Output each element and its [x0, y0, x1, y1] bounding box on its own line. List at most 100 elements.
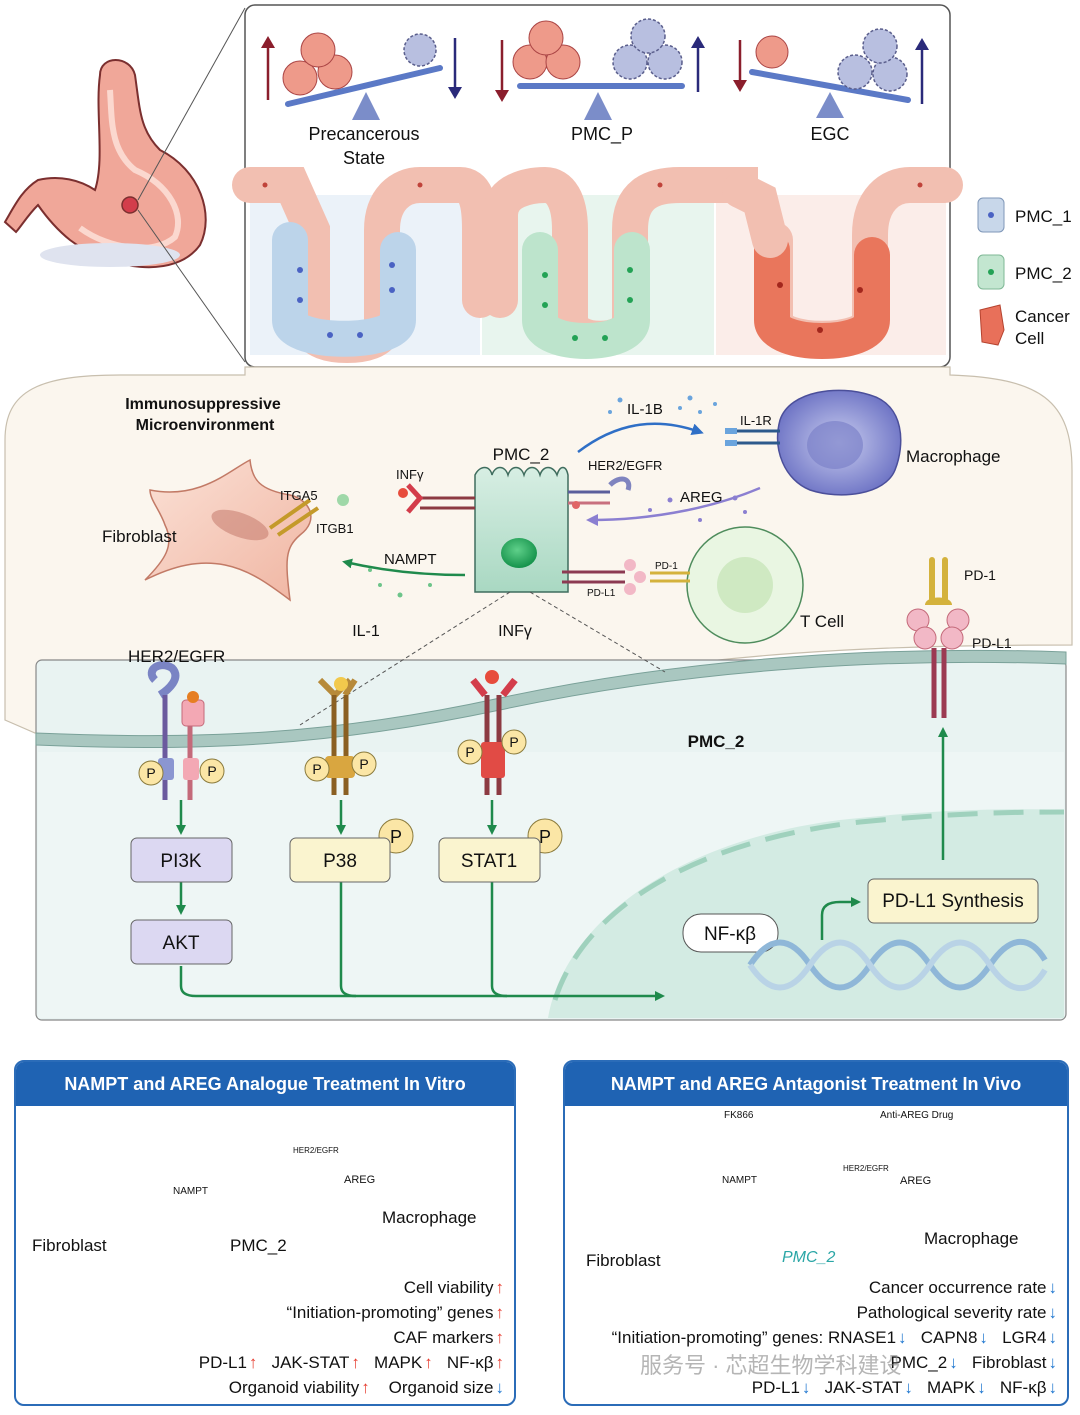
- macrophage-label: Macrophage: [906, 447, 1001, 466]
- il1b-particles: [608, 395, 717, 414]
- p-badge-3: P: [312, 761, 321, 777]
- itgb1-label: ITGB1: [316, 521, 354, 536]
- il1-receptor: [317, 677, 358, 795]
- pdl1-synthesis-box: [867, 878, 1039, 924]
- invivo-macrophage-label: Macrophage: [924, 1229, 1019, 1248]
- invivo-anti-areg-label: Anti-AREG Drug: [880, 1110, 954, 1121]
- nampt-label: NAMPT: [384, 551, 437, 568]
- invivo-genes-row: “Initiation-promoting” genes: RNASE1↓ CA…: [611, 1328, 1057, 1347]
- invitro-areg-label: AREG: [344, 1174, 376, 1186]
- invivo-markers-row: PD-L1↓ JAK-STAT↓ MAPK↓ NF-κβ↓: [751, 1378, 1057, 1397]
- akt-label: AKT: [163, 933, 200, 954]
- il1b-label: IL-1B: [627, 401, 663, 418]
- pi3k-label: PI3K: [160, 851, 202, 872]
- invitro-her2egfr-label: HER2/EGFR: [293, 1146, 339, 1155]
- env-title-1: Immunosuppressive: [125, 396, 281, 413]
- infy-label: INFγ: [498, 623, 532, 640]
- infy-receptor-small: [398, 483, 475, 514]
- invitro-fibroblast-label: Fibroblast: [32, 1236, 107, 1255]
- invivo-pmc2-label: PMC_2: [782, 1249, 836, 1266]
- invivo-nampt-label: NAMPT: [722, 1175, 757, 1186]
- gland-nuclei: [262, 182, 923, 341]
- pi3k-box: [130, 837, 233, 883]
- invitro-panel: [14, 1060, 516, 1406]
- invitro-markers-row: PD-L1↑ JAK-STAT↑ MAPK↑ NF-κβ↑: [198, 1353, 504, 1372]
- t-cell: [686, 526, 804, 644]
- invivo-results: Cancer occurrence rate↓ Pathological sev…: [563, 1276, 1057, 1400]
- her2egfr-small-label: HER2/EGFR: [588, 458, 662, 473]
- top-panel: Precancerous State PMC_P EGC: [3, 4, 1072, 368]
- pd1-pdl1-small: [562, 559, 690, 595]
- state-label-3: EGC: [810, 124, 849, 144]
- her2egfr-receptor-small: [568, 476, 632, 509]
- areg-label: AREG: [680, 489, 723, 506]
- stomach-illustration: [3, 7, 246, 363]
- state-label-1a: Precancerous: [308, 124, 419, 144]
- invitro-results: Cell viability↑ “Initiation-promoting” g…: [14, 1276, 504, 1400]
- stat1-label: STAT1: [461, 851, 517, 872]
- gland-epithelium: [232, 166, 963, 363]
- invitro-result-row: “Initiation-promoting” genes↑: [286, 1303, 504, 1322]
- invivo-her2egfr-label: HER2/EGFR: [843, 1164, 889, 1173]
- invitro-result-row: CAF markers↑: [393, 1328, 504, 1347]
- dna-helix: [747, 938, 1048, 992]
- areg-arrow: [586, 486, 761, 526]
- invitro-macrophage-label: Macrophage: [382, 1208, 477, 1227]
- pmc2-center-label: PMC_2: [493, 445, 550, 464]
- state-label-1b: State: [343, 148, 385, 168]
- invivo-fibroblast-label: Fibroblast: [586, 1251, 661, 1270]
- il1-label: IL-1: [352, 623, 380, 640]
- p-badge-2: P: [207, 763, 216, 779]
- state-label-2: PMC_P: [571, 124, 633, 145]
- p-badge-stat1: P: [539, 827, 551, 847]
- tcell-label: T Cell: [800, 612, 844, 631]
- invivo-areg-label: AREG: [900, 1175, 932, 1187]
- pmc2-cell: [474, 466, 569, 593]
- invivo-fk866-label: FK866: [724, 1110, 754, 1121]
- infy-receptor: [470, 670, 518, 795]
- watermark: 服务号 · 芯超生物学科建设: [640, 1353, 902, 1378]
- p-badge-5: P: [465, 744, 474, 760]
- pd1-small-label: PD-1: [655, 561, 678, 572]
- p-badge-4: P: [359, 756, 368, 772]
- itga5-label: ITGA5: [280, 488, 318, 503]
- il1b-arrow: [577, 422, 704, 453]
- legend-pmc1: PMC_1: [1015, 207, 1072, 226]
- p-badge-1: P: [146, 765, 155, 781]
- pdl1-synthesis-label: PD-L1 Synthesis: [882, 891, 1024, 912]
- invitro-organoid-row: Organoid viability↑ Organoid size↓: [228, 1378, 504, 1397]
- stat1-box: [438, 837, 541, 883]
- env-title-2: Microenvironment: [136, 417, 275, 434]
- seesaw-egc: [733, 28, 929, 118]
- legend-cancer-2: Cell: [1015, 329, 1044, 348]
- pd1-label: PD-1: [964, 567, 996, 583]
- legend: PMC_1 PMC_2 Cancer Cell: [977, 197, 1072, 348]
- invitro-nampt-label: NAMPT: [173, 1186, 208, 1197]
- p38-box: [289, 837, 391, 883]
- akt-box: [130, 919, 233, 965]
- nfkb-label: NF-κβ: [704, 924, 756, 945]
- legend-pmc2: PMC_2: [1015, 264, 1072, 283]
- middle-panel: Immunosuppressive Microenvironment PMC_2…: [4, 366, 1073, 1021]
- nampt-arrow: [342, 558, 466, 577]
- p38-label: P38: [323, 851, 357, 872]
- membrane-cell-label: PMC_2: [688, 732, 745, 751]
- fibroblast-cell: [144, 458, 312, 602]
- nfkb-box: [682, 913, 779, 953]
- invivo-result-row: Cancer occurrence rate↓: [868, 1278, 1057, 1297]
- her2egfr-receptor: [147, 661, 205, 800]
- p-badge-p38: P: [390, 827, 402, 847]
- nampt-particles: [368, 568, 432, 598]
- infy-small-label: INFγ: [396, 467, 424, 482]
- invitro-title: NAMPT and AREG Analogue Treatment In Vit…: [16, 1062, 514, 1106]
- integrin-receptor: [268, 494, 349, 537]
- invivo-title: NAMPT and AREG Antagonist Treatment In V…: [565, 1062, 1067, 1106]
- il1r-receptor: [725, 428, 780, 446]
- legend-cancer-1: Cancer: [1015, 307, 1070, 326]
- invivo-genes2-row: PMC_2↓ Fibroblast↓: [890, 1353, 1058, 1372]
- invivo-panel: [563, 1060, 1069, 1406]
- phospho-badges: [138, 729, 563, 854]
- pdl1-label: PD-L1: [972, 635, 1012, 651]
- fibroblast-label: Fibroblast: [102, 527, 177, 546]
